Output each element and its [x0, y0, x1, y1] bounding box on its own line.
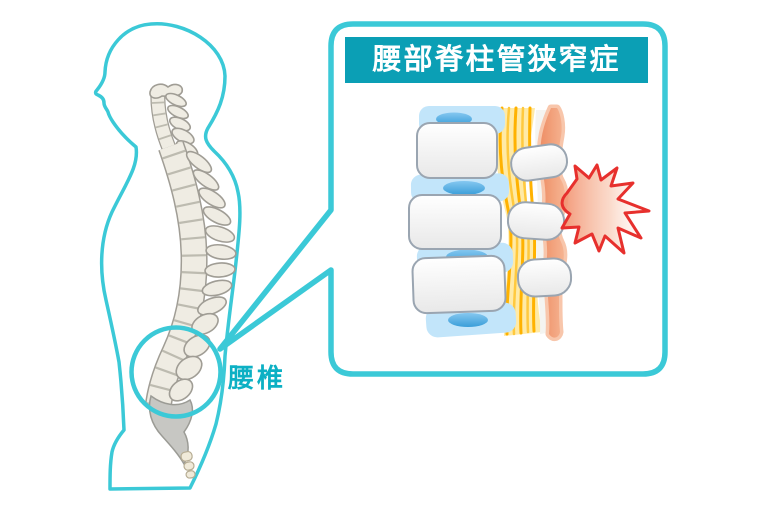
- lumbar-highlight-circle: [129, 325, 223, 419]
- stenosis-illustration: [408, 104, 651, 342]
- spinous-processes-detail: [506, 143, 573, 298]
- spine: [144, 83, 237, 479]
- callout-title-banner: 腰部脊柱管狭窄症: [345, 37, 648, 83]
- thoracic-lumbar-column: [144, 141, 208, 410]
- pain-starburst: [560, 163, 651, 255]
- spinous-processes: [168, 150, 237, 402]
- cervical-spine: [149, 83, 199, 158]
- cervical-process: [165, 92, 187, 108]
- lumbar-label: 腰椎: [228, 363, 287, 393]
- vertebral-bodies: [408, 122, 507, 315]
- coccyx: [180, 450, 196, 479]
